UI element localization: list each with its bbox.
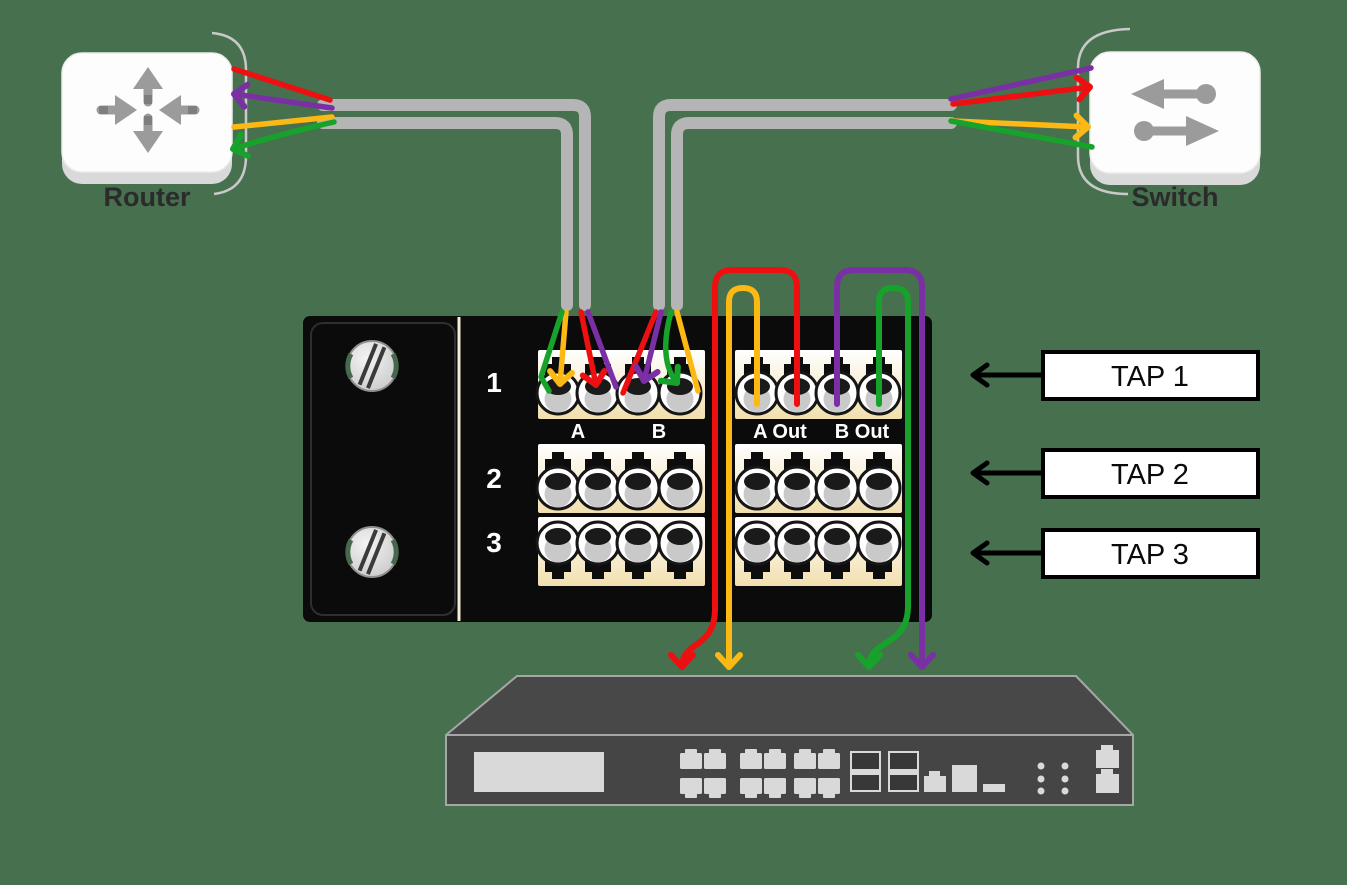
row-label-3: 3	[486, 527, 502, 558]
appliance-sfp-cages	[850, 751, 919, 792]
tap2-box	[1041, 448, 1260, 499]
router-label: Router	[104, 182, 191, 212]
port-label-a-out: A Out	[753, 421, 807, 443]
switch-box	[1089, 51, 1261, 174]
port-label-b: B	[652, 421, 666, 443]
tap-callouts: TAP 1 TAP 2 TAP 3	[970, 350, 1260, 579]
router-box	[61, 52, 233, 173]
fiber-purple-into-port-b1	[633, 309, 664, 384]
port-label-a: A	[571, 421, 585, 443]
fiber-yellow-into-port-a1	[547, 309, 575, 387]
router-device: Router	[61, 31, 248, 212]
tap3-box	[1041, 528, 1260, 579]
appliance-display	[474, 752, 604, 792]
row-label-2: 2	[486, 463, 502, 494]
panel-divider	[457, 317, 461, 621]
fiber-yellow-to-switch	[950, 112, 1091, 141]
fiber-purple-to-router	[231, 81, 335, 111]
mounting-screw-icon	[347, 527, 397, 577]
tap1-box	[1041, 350, 1260, 401]
row2-monitor-port-group	[734, 444, 902, 513]
tap-panel: 1 2 3 A B A Out B Out	[303, 316, 932, 622]
tap3-label: TAP 3	[1111, 539, 1189, 571]
tap-panel-mounting-plate	[310, 322, 456, 616]
appliance-top-face	[445, 675, 1134, 736]
tap3-callout: TAP 3	[970, 528, 1260, 579]
fiber-green-switch	[948, 118, 1095, 150]
router-cable-1	[317, 99, 591, 311]
switch-outline-bracket	[1076, 27, 1131, 196]
monitor-appliance	[445, 675, 1134, 806]
switch-cable-2	[671, 117, 957, 311]
fiber-green-to-router	[230, 119, 337, 159]
tap1-label: TAP 1	[1111, 361, 1189, 393]
router-outline-bracket	[211, 31, 248, 196]
switch-cable-1	[653, 99, 957, 311]
fiber-yellow-from-port-b2	[674, 309, 701, 394]
fiber-yellow-router	[231, 114, 335, 130]
tap2-label: TAP 2	[1111, 459, 1189, 491]
mounting-screw-icon	[347, 341, 397, 391]
fiber-purple-switch	[948, 65, 1094, 102]
port-label-b-out: B Out	[835, 421, 890, 443]
row1-monitor-port-group	[734, 350, 902, 419]
fiber-purple-from-port-a2	[585, 309, 619, 390]
appliance-right-ports	[1096, 745, 1119, 793]
row3-network-port-group	[535, 517, 705, 586]
fiber-red-into-port-a2	[578, 309, 608, 388]
switch-icon	[1131, 79, 1219, 146]
monitor-fiber-yellow-a-out	[715, 285, 760, 670]
fiber-links	[230, 65, 1095, 670]
fiber-green-into-port-b2	[657, 309, 681, 386]
fiber-red-router	[231, 66, 333, 103]
row2-network-port-group	[535, 444, 705, 513]
monitor-fiber-green-b-out	[855, 285, 911, 670]
fiber-red-to-switch	[950, 74, 1093, 107]
monitor-fiber-red-a-out	[668, 267, 800, 670]
fiber-green-from-port-a1	[538, 309, 565, 394]
duplex-cables	[317, 99, 957, 311]
appliance-led-dots	[1037, 762, 1069, 795]
appliance-management-ports	[924, 765, 1005, 792]
row-label-1: 1	[486, 367, 502, 398]
monitor-fiber-purple-b-out	[834, 267, 936, 670]
tap2-callout: TAP 2	[970, 448, 1260, 499]
fiber-red-from-port-b1	[620, 309, 659, 396]
switch-device: Switch	[1076, 27, 1261, 212]
tap1-callout: TAP 1	[970, 350, 1260, 401]
router-icon	[96, 67, 200, 153]
router-cable-2	[317, 117, 573, 311]
row3-monitor-port-group	[734, 517, 902, 586]
switch-label: Switch	[1131, 182, 1218, 212]
